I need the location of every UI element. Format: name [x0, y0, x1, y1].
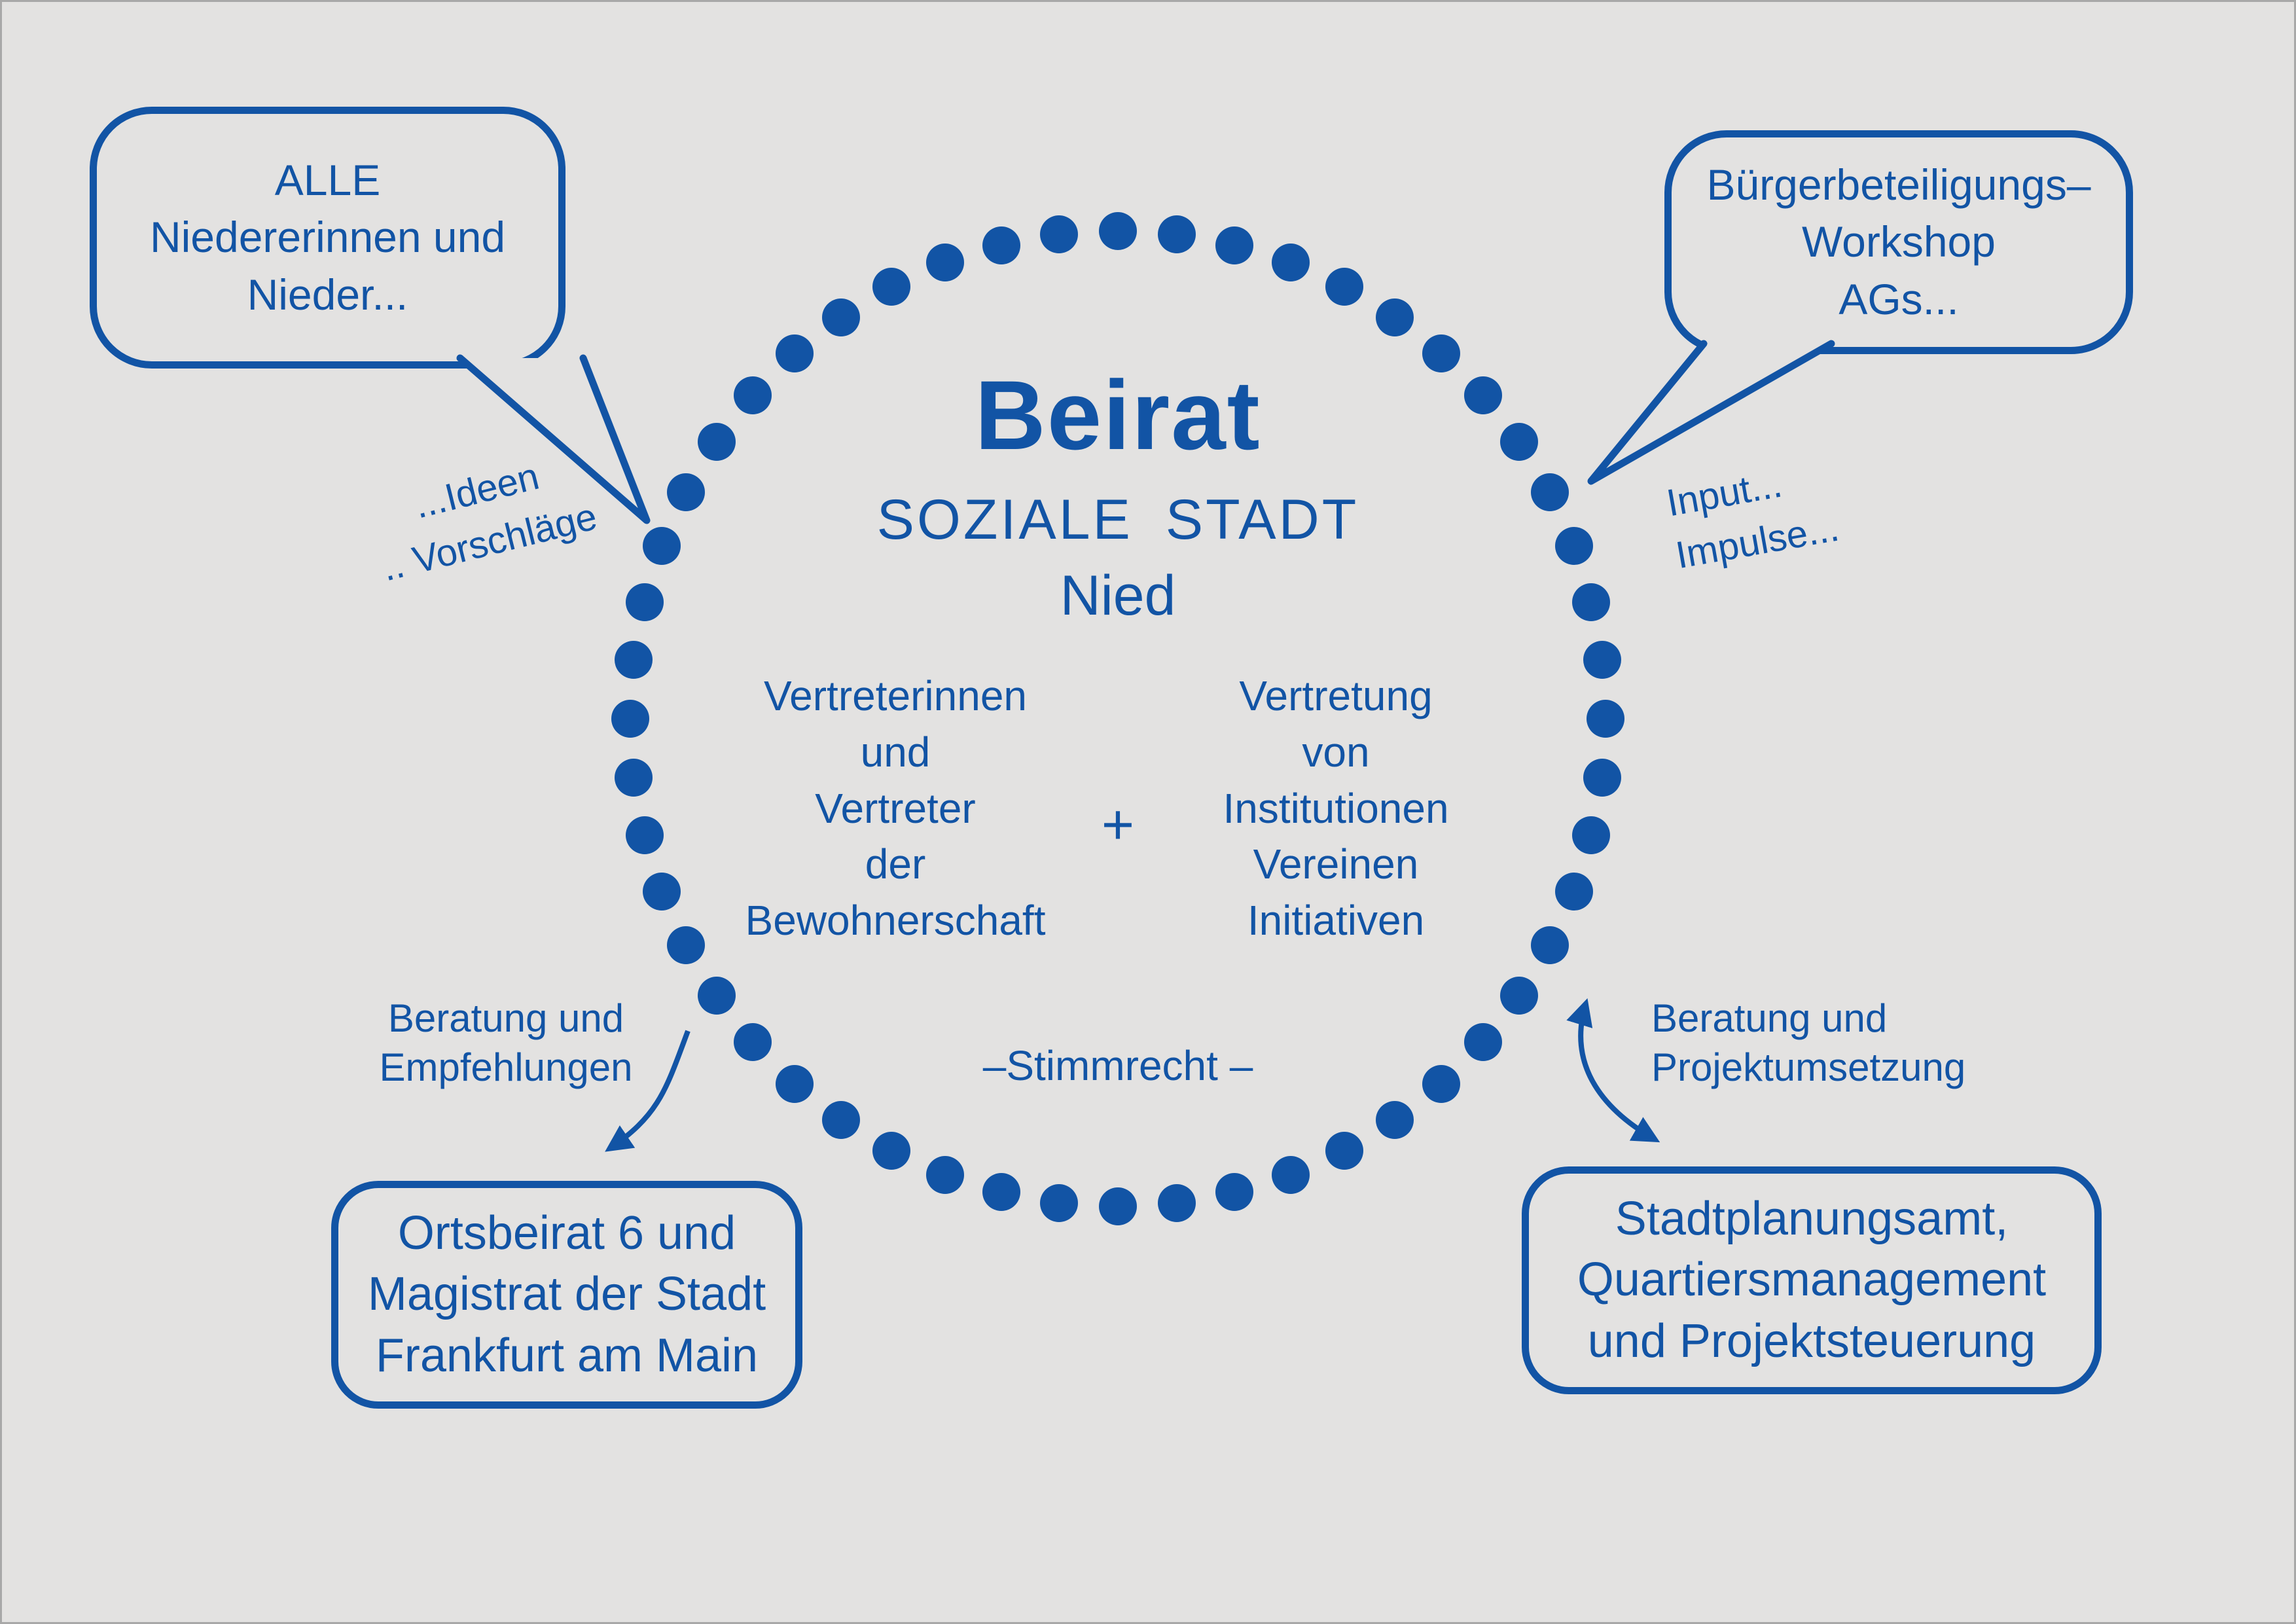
planning-office-box: Stadtplanungsamt, Quartiersmanagement un…	[1522, 1166, 2102, 1394]
circle-dot	[821, 298, 860, 336]
city-council-line: Ortsbeirat 6 und	[397, 1206, 736, 1259]
circle-dot	[1376, 298, 1414, 336]
advice-recommendations-line: Empfehlungen	[379, 1045, 633, 1089]
circle-dot	[1572, 816, 1611, 855]
speech-bubble-residents-line: Nieder...	[247, 270, 408, 319]
circle-dot	[697, 422, 736, 461]
institutions-column-line: von	[1302, 728, 1370, 776]
circle-dot	[1272, 1155, 1310, 1194]
circle-dot	[1422, 1064, 1461, 1103]
circle-dot	[1325, 1131, 1364, 1170]
speech-bubble-residents-line: Niedererinnen und	[149, 213, 506, 262]
advice-implementation-line: Beratung und	[1651, 996, 1888, 1040]
speech-bubble-workshop: Bürgerbeteiligungs– Workshop AGs...	[1664, 130, 2133, 354]
circle-subtitle-nied: Nied	[1060, 564, 1176, 627]
circle-dot	[1583, 641, 1621, 679]
institutions-column-line: Vertretung	[1239, 672, 1433, 719]
circle-dot	[643, 873, 681, 911]
circle-dot	[1530, 926, 1569, 965]
circle-dot	[1422, 334, 1461, 373]
advice-implementation-label: Beratung und Projektumsetzung	[1651, 994, 2018, 1092]
circle-dot	[872, 1131, 910, 1170]
residents-representatives-column: Vertreterinnen und Vertreter der Bewohne…	[706, 668, 1085, 949]
ideas-suggestions-label: ...Ideen .. Vorschläge	[331, 430, 636, 603]
speech-bubble-residents: ALLE Niedererinnen und Nieder...	[90, 107, 565, 369]
circle-dot	[615, 641, 653, 679]
circle-dot	[1272, 244, 1310, 282]
circle-dot	[643, 526, 681, 565]
residents-column-line: Vertreter	[815, 784, 976, 832]
circle-dot	[982, 1173, 1020, 1212]
institutions-representation-column: Vertretung von Institutionen Vereinen In…	[1146, 668, 1526, 949]
residents-column-line: Vertreterinnen	[763, 672, 1028, 719]
circle-dot	[1463, 1023, 1502, 1062]
circle-dot	[1583, 758, 1621, 797]
advice-implementation-line: Projektumsetzung	[1651, 1045, 1966, 1089]
circle-dot	[734, 376, 772, 414]
speech-bubble-workshop-line: Workshop	[1802, 217, 1996, 266]
residents-column-line: der	[865, 840, 926, 888]
institutions-column-line: Institutionen	[1223, 784, 1449, 832]
residents-column-line: und	[860, 728, 931, 776]
circle-title: Beirat	[975, 360, 1261, 470]
circle-dot	[1040, 1183, 1079, 1222]
circle-dot	[667, 926, 706, 965]
circle-dot	[1215, 1173, 1254, 1212]
circle-dot	[775, 334, 814, 373]
circle-dot	[821, 1101, 860, 1140]
circle-dot	[1157, 215, 1196, 254]
circle-dot	[1554, 526, 1593, 565]
circle-subtitle-soziale-stadt: SOZIALE STADT	[876, 488, 1359, 551]
circle-dot	[1040, 215, 1079, 254]
speech-bubble-workshop-line: Bürgerbeteiligungs–	[1706, 160, 2091, 209]
circle-dot	[1463, 376, 1502, 414]
circle-dot	[1500, 422, 1539, 461]
institutions-column-line: Initiativen	[1247, 897, 1425, 944]
speech-bubble-workshop-line: AGs...	[1839, 274, 1959, 323]
city-council-box: Ortsbeirat 6 und Magistrat der Stadt Fra…	[331, 1181, 802, 1409]
advice-implementation-arrow	[1566, 998, 1660, 1143]
circle-dot	[1099, 212, 1137, 250]
circle-dot	[625, 583, 664, 621]
voting-rights-note: –Stimmrecht –	[982, 1042, 1253, 1089]
circle-dot	[734, 1023, 772, 1062]
circle-dot	[1554, 873, 1593, 911]
circle-dot	[925, 244, 964, 282]
circle-dot	[611, 700, 649, 738]
planning-office-line: und Projektsteuerung	[1587, 1314, 2036, 1367]
institutions-column-line: Vereinen	[1253, 840, 1419, 888]
circle-dot	[697, 977, 736, 1015]
circle-dot	[1500, 977, 1539, 1015]
circle-dot	[872, 268, 910, 306]
circle-dot	[615, 758, 653, 797]
planning-office-line: Quartiersmanagement	[1577, 1254, 2047, 1307]
circle-dot	[1376, 1101, 1414, 1140]
circle-dot	[1587, 700, 1624, 738]
circle-dot	[1325, 268, 1364, 306]
circle-dot	[1157, 1183, 1196, 1222]
circle-dot	[1530, 473, 1569, 511]
city-council-line: Frankfurt am Main	[375, 1329, 759, 1382]
circle-dot	[925, 1155, 964, 1194]
circle-dot	[625, 816, 664, 855]
planning-office-line: Stadtplanungsamt,	[1615, 1192, 2009, 1245]
circle-dot	[1215, 226, 1254, 264]
city-council-line: Magistrat der Stadt	[367, 1268, 766, 1321]
advice-recommendations-line: Beratung und	[387, 996, 624, 1040]
circle-dot	[775, 1064, 814, 1103]
circle-dot	[667, 473, 706, 511]
plus-sign: +	[1101, 793, 1135, 856]
circle-dot	[1099, 1187, 1137, 1225]
circle-dot	[982, 226, 1020, 264]
speech-bubble-residents-line: ALLE	[274, 156, 381, 205]
residents-column-line: Bewohnerschaft	[745, 897, 1046, 944]
input-impulse-label: Input... Impulse...	[1662, 429, 1958, 583]
circle-dot	[1572, 583, 1611, 621]
advice-recommendations-label: Beratung und Empfehlungen	[365, 994, 647, 1092]
